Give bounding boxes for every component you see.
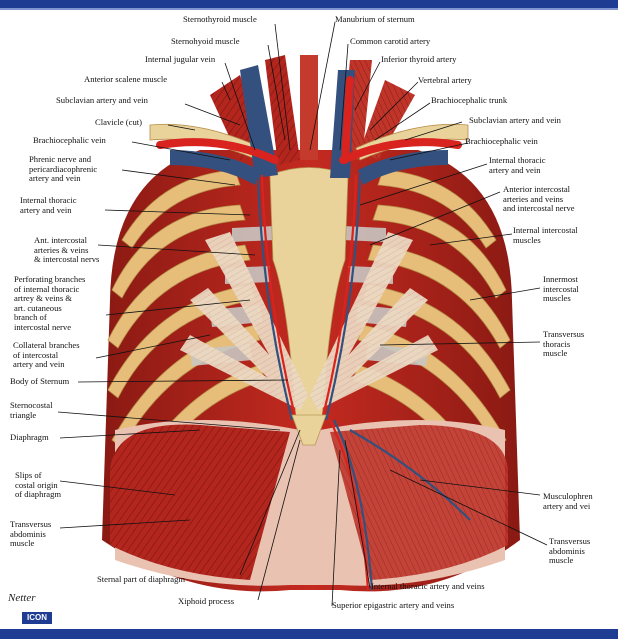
label-vertebral: Vertebral artery	[418, 75, 472, 85]
label-sternohyoid: Sternohyoid muscle	[171, 36, 240, 46]
label-xiphoid: Xiphoid process	[178, 596, 235, 606]
label-brachiocephalic-vein-right: Brachiocephalic vein	[465, 136, 538, 146]
label-manubrium: Manubrium of sternum	[335, 14, 415, 24]
publisher-badge: ICON	[22, 612, 52, 624]
frame-bottom-bar	[0, 629, 618, 639]
veins	[170, 65, 448, 185]
xiphoid-process	[291, 414, 327, 446]
artist-signature: Netter	[8, 592, 36, 604]
transversus-thoracis	[180, 232, 438, 410]
label-sternal-part: Sternal part of diaphragm	[97, 574, 186, 584]
label-subclavian-right: Subclavian artery and vein	[469, 115, 561, 125]
label-body-of-sternum: Body of Sternum	[10, 376, 70, 386]
label-clavicle: Clavicle (cut)	[95, 117, 143, 127]
label-internal-jugular: Internal jugular vein	[145, 54, 216, 64]
label-superior-epigastric: Superior epigastric artery and veins	[332, 600, 455, 610]
frame-top-line	[0, 8, 618, 10]
label-anterior-scalene: Anterior scalene muscle	[84, 74, 168, 84]
diaphragm-right-muscle	[330, 425, 508, 580]
frame-top-bar	[0, 0, 618, 8]
label-subclavian-left: Subclavian artery and vein	[56, 95, 148, 105]
label-sternothyroid: Sternothyroid muscle	[183, 14, 257, 24]
label-inferior-thyroid: Inferior thyroid artery	[381, 54, 457, 64]
label-internal-thoracic-veins: Internal thoracic artery and veins	[371, 581, 485, 591]
label-diaphragm: Diaphragm	[10, 432, 49, 442]
leader-lines	[57, 21, 548, 607]
label-brachiocephalic-trunk: Brachiocephalic trunk	[431, 95, 508, 105]
arteries	[156, 76, 462, 164]
label-brachiocephalic-vein-left: Brachiocephalic vein	[33, 135, 106, 145]
diaphragm-left-muscle	[110, 424, 290, 580]
label-common-carotid: Common carotid artery	[350, 36, 431, 46]
sternum	[269, 167, 349, 421]
